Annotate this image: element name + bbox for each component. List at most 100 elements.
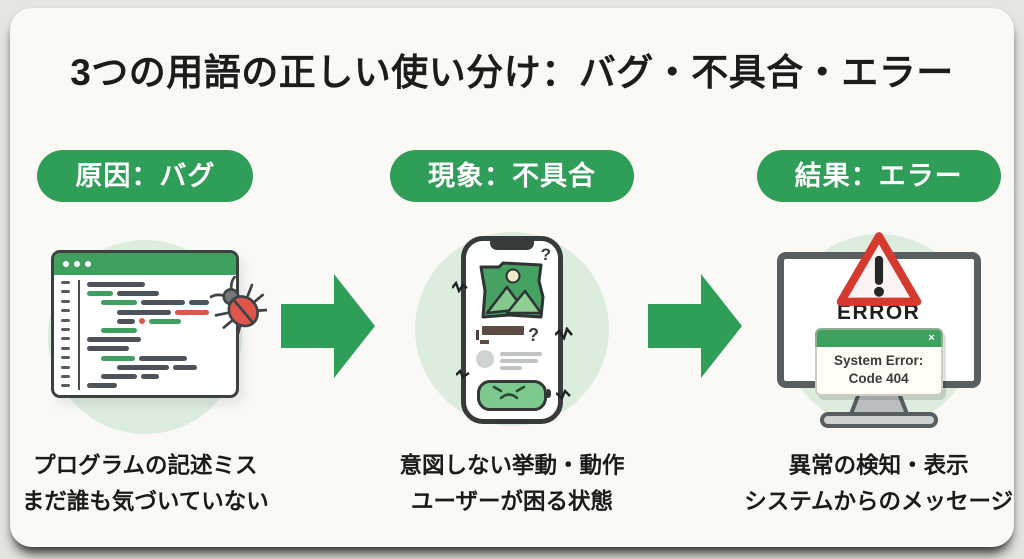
- battery-nub: [547, 389, 551, 398]
- code-editor-illustration: [15, 224, 275, 436]
- code-line: [87, 309, 232, 315]
- smartphone: ? ?: [452, 236, 573, 424]
- glitchy-phone-illustration: ? ?: [382, 224, 642, 436]
- column-error: 結果：エラー ERROR ×: [743, 150, 1014, 520]
- infographic-card: 3つの用語の正しい使い分け：バグ・不具合・エラー 原因：バグ: [10, 8, 1014, 547]
- text-placeholder-lines: [500, 350, 542, 373]
- arrow-right-icon: [647, 274, 742, 378]
- code-token-bar: [87, 346, 130, 352]
- code-token-bar: [139, 355, 188, 361]
- glitch-mark-icon: [456, 369, 470, 379]
- broken-image-icon: [479, 261, 545, 319]
- line-number-tick: [61, 356, 71, 360]
- line-number-tick: [61, 299, 71, 303]
- line-number-tick: [61, 374, 71, 378]
- caption-line: プログラムの記述ミス: [33, 453, 258, 478]
- error-label: ERROR: [837, 301, 921, 324]
- code-token-bar: [117, 291, 160, 297]
- code-token-bar: [101, 373, 138, 379]
- code-token-bar: [87, 282, 146, 287]
- code-lines: [87, 282, 232, 392]
- code-token-bar: [87, 291, 114, 297]
- window-titlebar: [54, 253, 237, 275]
- code-token-bar: [87, 383, 118, 389]
- gutter-divider: [78, 280, 81, 390]
- caption-line: 意図しない挙動・動作: [399, 453, 625, 478]
- arrow-right-icon: [281, 274, 376, 378]
- placeholder-line: [500, 352, 542, 356]
- glitch-mark-icon: [555, 327, 573, 341]
- code-token-bar: [101, 327, 138, 333]
- caption-error: 異常の検知・表示 システムからのメッセージ: [744, 448, 1013, 520]
- flow-arrow: [647, 272, 743, 380]
- close-icon: ×: [928, 332, 935, 344]
- code-token-bar: [149, 318, 182, 324]
- column-defect: 現象：不具合 ?: [377, 150, 648, 520]
- code-token-bar: [117, 364, 170, 370]
- question-mark: ?: [528, 325, 539, 345]
- code-token-bar: [189, 300, 210, 306]
- line-number-tick: [61, 290, 71, 294]
- dialog-text-line: System Error:: [834, 353, 924, 368]
- caption-line: システムからのメッセージ: [744, 489, 1014, 514]
- glitched-text-row: ?: [476, 326, 558, 344]
- question-mark: ?: [540, 245, 551, 264]
- code-area: [54, 275, 236, 395]
- code-line: [87, 291, 232, 297]
- monitor: ERROR × System Error: Code 404: [776, 232, 981, 430]
- code-token-bar: [173, 364, 198, 370]
- monitor-error-illustration: ERROR × System Error: Code 404: [749, 224, 1009, 436]
- line-number-tick: [61, 327, 71, 331]
- redacted-text-bar: [480, 340, 489, 344]
- line-number-tick: [61, 346, 71, 350]
- badge-phenomenon-defect: 現象：不具合: [390, 150, 634, 202]
- code-line: [87, 346, 232, 352]
- monitor-screen: ERROR × System Error: Code 404: [776, 232, 981, 397]
- badge-result-error: 結果：エラー: [756, 150, 1001, 202]
- caption-line: 異常の検知・表示: [788, 453, 969, 478]
- code-line: [87, 318, 232, 325]
- code-line: [87, 373, 232, 379]
- code-token-bar: [117, 318, 136, 324]
- line-number-tick: [61, 309, 71, 313]
- flow-arrow: [281, 272, 377, 380]
- window-control-icon: [85, 261, 92, 267]
- code-token-bar: [175, 309, 210, 315]
- caption-line: まだ誰も気づいていない: [21, 489, 269, 514]
- window-control-icon: [74, 261, 81, 267]
- code-token-bar: [101, 300, 138, 306]
- code-token-bar: [101, 355, 136, 361]
- sad-face-icon: [492, 385, 526, 400]
- code-line: [87, 337, 232, 343]
- error-dialog: × System Error: Code 404: [814, 328, 943, 397]
- line-number-tick: [61, 365, 71, 369]
- badge-cause-bug: 原因：バグ: [37, 150, 254, 202]
- caption-line: ユーザーが困る状態: [410, 489, 614, 514]
- line-number-gutter: [61, 281, 71, 394]
- code-line: [87, 364, 232, 370]
- code-line: [87, 300, 232, 306]
- code-line: [87, 383, 232, 389]
- warning-triangle-icon: [836, 232, 921, 306]
- post-row: [476, 350, 558, 373]
- line-number-tick: [61, 281, 71, 284]
- battery-sad-face: [477, 380, 551, 411]
- three-column-row: 原因：バグ: [10, 150, 1014, 520]
- code-line: [87, 327, 232, 333]
- window-control-icon: [63, 261, 70, 267]
- dialog-titlebar: ×: [814, 328, 943, 347]
- column-bug: 原因：バグ: [10, 150, 281, 520]
- glitch-mark-icon: [556, 389, 571, 400]
- line-number-tick: [61, 384, 71, 388]
- line-number-tick: [61, 318, 71, 322]
- phone-notch: [490, 240, 534, 250]
- caption-bug: プログラムの記述ミス まだ誰も気づいていない: [22, 448, 269, 520]
- code-token-bar: [117, 309, 172, 315]
- code-editor-window: [51, 250, 240, 398]
- caption-defect: 意図しない挙動・動作 ユーザーが困る状態: [400, 448, 625, 520]
- dialog-message: System Error: Code 404: [814, 347, 943, 397]
- code-token-bar: [141, 373, 160, 379]
- home-indicator: [496, 419, 528, 423]
- code-line: [87, 355, 232, 361]
- avatar: [476, 350, 494, 368]
